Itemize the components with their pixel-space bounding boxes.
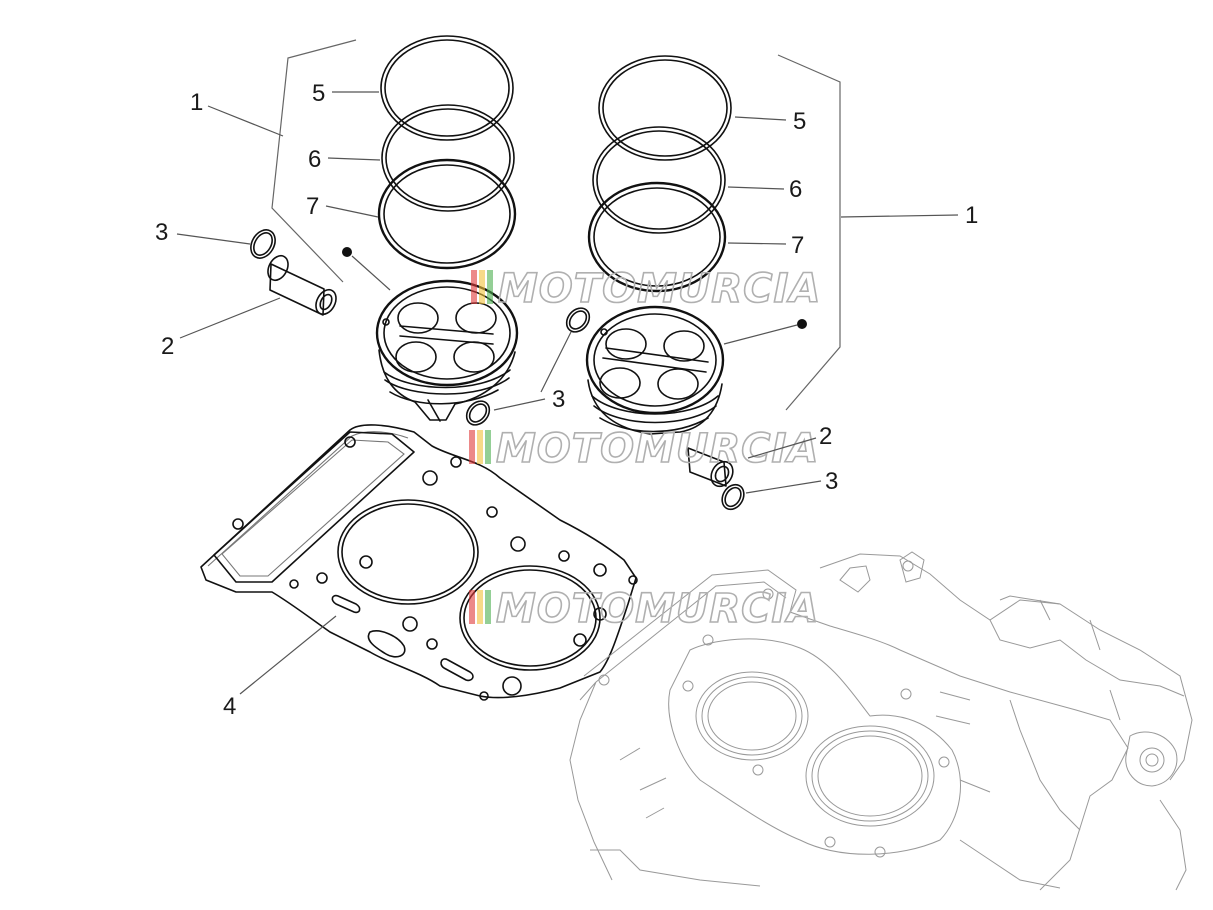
engine-crankcase	[569, 551, 1193, 891]
right-piston-pin	[687, 447, 734, 488]
right-piston	[585, 305, 725, 435]
svg-text:MOTOMURCIA: MOTOMURCIA	[498, 266, 821, 312]
leader-3-left	[176, 233, 251, 245]
leader-1-right	[840, 214, 959, 218]
callout-6-right: 6	[789, 176, 802, 203]
leader-dot-left	[351, 255, 391, 291]
right-circlip-upper	[565, 307, 591, 333]
callout-2-right: 2	[819, 423, 832, 450]
callout-4: 4	[223, 693, 236, 720]
left-piston-ring-6	[381, 104, 515, 212]
watermark-top: MOTOMURCIA	[471, 265, 821, 313]
leader-7-right	[727, 242, 787, 245]
leader-7-left	[325, 205, 379, 218]
leader-3-center-lower	[493, 398, 546, 411]
callout-3-center: 3	[552, 386, 565, 413]
left-piston	[375, 279, 519, 422]
callout-6-left: 6	[308, 146, 321, 173]
cylinder-head-gasket	[200, 424, 638, 701]
right-group-bracket	[777, 54, 841, 411]
left-group-bracket	[271, 39, 357, 283]
leader-2-right	[747, 437, 817, 459]
left-circlip-lower	[465, 400, 491, 426]
callout-5-left: 5	[312, 80, 325, 107]
left-piston-ring-5	[380, 35, 514, 141]
leader-5-right	[734, 116, 787, 121]
callout-3-right: 3	[825, 468, 838, 495]
left-piston-ring-7	[377, 158, 517, 270]
svg-text:MOTOMURCIA: MOTOMURCIA	[496, 426, 819, 472]
right-circlip-lower	[721, 483, 745, 511]
leader-3-center-upper	[540, 331, 572, 393]
callout-2-left: 2	[161, 333, 174, 360]
callout-5-right: 5	[793, 108, 806, 135]
callout-1-right: 1	[965, 202, 978, 229]
right-piston-ring-5	[598, 55, 732, 161]
leader-dot-right	[723, 324, 798, 345]
left-circlip	[250, 229, 276, 259]
callout-3-left: 3	[155, 219, 168, 246]
callout-7-right: 7	[791, 232, 804, 259]
left-piston-pin	[267, 254, 337, 316]
leader-6-left	[327, 157, 381, 161]
watermark-middle: MOTOMURCIA	[469, 425, 819, 473]
callout-1-left: 1	[190, 89, 203, 116]
svg-text:MOTOMURCIA: MOTOMURCIA	[496, 586, 819, 632]
leader-3-right	[745, 480, 822, 494]
watermark-bottom: MOTOMURCIA	[469, 585, 819, 633]
right-piston-ring-7	[587, 181, 727, 293]
right-piston-ring-6	[592, 126, 726, 234]
leader-6-right	[727, 186, 785, 190]
leader-2-left	[179, 297, 281, 339]
left-assembly-marker-dot	[342, 247, 352, 257]
right-assembly-marker-dot	[797, 319, 807, 329]
leader-1-left	[207, 105, 284, 137]
callout-7-left: 7	[306, 193, 319, 220]
leader-4	[239, 615, 337, 695]
